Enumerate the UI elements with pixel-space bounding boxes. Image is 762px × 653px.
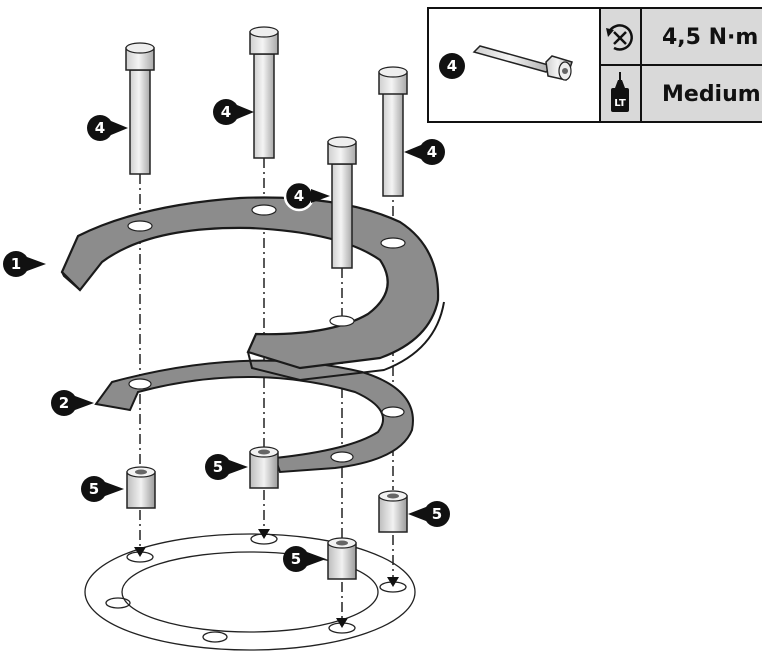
callout-bolt-2: 4 bbox=[213, 99, 254, 125]
bolt-4 bbox=[327, 136, 357, 269]
callout-bolt-4: 4 bbox=[283, 180, 330, 212]
spec-bolt-illustration bbox=[472, 45, 573, 81]
callout-bolt-1: 4 bbox=[87, 115, 128, 141]
threadlock-icon-label: LT bbox=[614, 98, 626, 109]
bolt-2 bbox=[249, 26, 279, 159]
callout-spacer-3: 5 bbox=[408, 501, 450, 527]
spec-box: 4 4,5 N·m LT Medium bbox=[427, 7, 762, 123]
spec-callout-bolt: 4 bbox=[439, 53, 465, 79]
bolt-1 bbox=[125, 42, 155, 175]
callout-label: 4 bbox=[221, 103, 231, 121]
threadlock-value: Medium bbox=[662, 82, 761, 107]
callout-spacer-2: 5 bbox=[205, 454, 248, 480]
callout-label: 5 bbox=[89, 480, 99, 498]
spacer-1 bbox=[126, 466, 156, 509]
callout-spacer-4: 5 bbox=[283, 546, 326, 572]
callout-label: 5 bbox=[213, 458, 223, 476]
callout-ring-plate: 1 bbox=[3, 251, 46, 277]
callout-spacer-1: 5 bbox=[81, 476, 124, 502]
arrowheads bbox=[134, 529, 399, 628]
callout-label: 5 bbox=[291, 550, 301, 568]
torque-value: 4,5 N·m bbox=[662, 25, 758, 50]
ring-plate-part bbox=[60, 196, 445, 382]
callout-label: 5 bbox=[432, 505, 442, 523]
callout-bolt-3: 4 bbox=[404, 139, 445, 165]
spacer-3 bbox=[378, 490, 408, 533]
bolt-3 bbox=[378, 66, 408, 197]
callout-label: 2 bbox=[59, 394, 69, 412]
spec-callout-label: 4 bbox=[447, 57, 457, 75]
callout-label: 4 bbox=[294, 187, 304, 205]
spacer-4 bbox=[327, 537, 357, 580]
base-footprint-ring bbox=[84, 533, 416, 651]
torque-wrench-icon bbox=[606, 24, 633, 51]
spacer-2 bbox=[249, 446, 279, 489]
threadlock-bottle-icon: LT bbox=[611, 72, 629, 112]
callout-label: 1 bbox=[11, 255, 21, 273]
callout-label: 4 bbox=[427, 143, 437, 161]
callout-gasket: 2 bbox=[51, 390, 94, 416]
callout-label: 4 bbox=[95, 119, 105, 137]
